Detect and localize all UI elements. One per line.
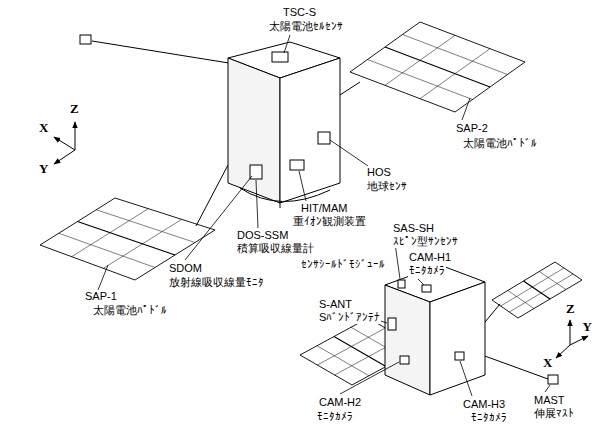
part-label: CAM-H1 [408, 251, 452, 264]
leader-line [545, 385, 550, 392]
leader-line [462, 98, 470, 120]
part-label: SDOM [168, 262, 203, 275]
part-label: 太陽電池ｾﾙｾﾝｻ [268, 20, 344, 33]
part-label: ﾓﾆﾀｶﾒﾗ [408, 264, 446, 277]
paddle-arm [196, 165, 228, 226]
adapter-ring [240, 188, 330, 202]
camera [400, 356, 409, 364]
part-label: 伸展ﾏｽﾄ [533, 407, 575, 420]
cell-line [78, 222, 176, 256]
axis-arrow [75, 122, 76, 150]
part-label: HIT/MAM [300, 202, 348, 215]
camera [422, 285, 431, 292]
cell-line [403, 35, 508, 75]
part-label: CAM-H3 [462, 398, 506, 411]
part-label: DOS-SSM [236, 229, 289, 242]
body-side [430, 282, 485, 395]
camera [455, 352, 464, 360]
axis-arrow [54, 150, 75, 164]
part-label: SAP-1 [84, 290, 118, 303]
sun-sensor [398, 280, 405, 288]
part-label: Sﾊﾞﾝﾄﾞｱﾝﾃﾅ [318, 311, 381, 324]
part-label: ﾓﾆﾀｶﾒﾗ [470, 411, 508, 424]
axis-arrow [54, 137, 75, 150]
part-label: ﾓﾆﾀｶﾒﾗ [316, 410, 354, 423]
axis-arrow [570, 336, 588, 345]
solar-paddle [40, 198, 215, 280]
part-label: TSC-S [282, 6, 317, 19]
cell-line [317, 328, 385, 365]
leader-line [460, 361, 472, 396]
leader-line [256, 180, 258, 228]
part-label: SAP-2 [455, 122, 489, 135]
part-label: CAM-H2 [318, 396, 362, 409]
part-label: 太陽電池ﾊﾟﾄﾞﾙ [92, 304, 168, 317]
axis-label: Y [582, 320, 593, 333]
paddle-arm [340, 82, 360, 95]
leader-line [330, 140, 368, 166]
part-label: SAS-SH [392, 222, 435, 235]
part-label: 地球ｾﾝｻ [366, 180, 408, 193]
axis-arrow [570, 320, 571, 345]
cell-line [385, 35, 455, 85]
paddle-arm [485, 304, 500, 322]
part-label: 積算吸収線量計 [236, 242, 315, 255]
mast [92, 41, 235, 64]
part-label: MAST [533, 394, 566, 407]
cell-line [72, 209, 149, 257]
body-side [228, 58, 280, 203]
part-label: 放射線吸収線量ﾓﾆﾀ [168, 276, 265, 289]
body-side [385, 285, 430, 395]
cell-sensor [272, 52, 288, 62]
leader-line [98, 265, 108, 290]
part-label: HOS [366, 166, 392, 179]
part-label: S-ANT [318, 298, 353, 311]
cell-line [368, 60, 473, 100]
solar-paddle [350, 22, 525, 112]
dose-sensor [250, 165, 262, 179]
antenna [388, 318, 396, 330]
cell-line [501, 268, 564, 306]
earth-sensor [318, 132, 330, 144]
cell-line [59, 233, 155, 267]
heavy-ion-sensor [290, 160, 304, 170]
cell-line [96, 210, 195, 243]
cell-line [385, 47, 490, 87]
axis-arrow [556, 345, 570, 358]
mast-tip [548, 375, 558, 384]
leader-line [340, 362, 399, 394]
axis-label: X [542, 356, 553, 369]
axis-label: Y [38, 162, 49, 175]
part-label: ｽﾋﾟﾝ型ｻﾝｾﾝｻ [392, 235, 459, 248]
axis-label: Z [69, 102, 80, 115]
cell-line [420, 49, 490, 99]
part-label: 太陽電池ﾊﾟﾄﾞﾙ [462, 137, 538, 150]
solar-paddle [492, 262, 582, 318]
cell-line [103, 219, 181, 268]
leader-line [299, 171, 306, 201]
cell-line [509, 274, 573, 312]
mast [482, 355, 548, 379]
body-side [280, 58, 340, 203]
axis-label: X [38, 121, 49, 134]
mast-tip [80, 35, 91, 44]
part-label: ｾﾝｻｼｰﾙﾄﾞﾓｼﾞｭｰﾙ [300, 258, 386, 271]
axis-label: Z [565, 302, 576, 315]
leader-line [418, 279, 424, 285]
part-label: 重ｲｵﾝ観測装置 [292, 215, 367, 228]
leader-line [284, 35, 290, 53]
